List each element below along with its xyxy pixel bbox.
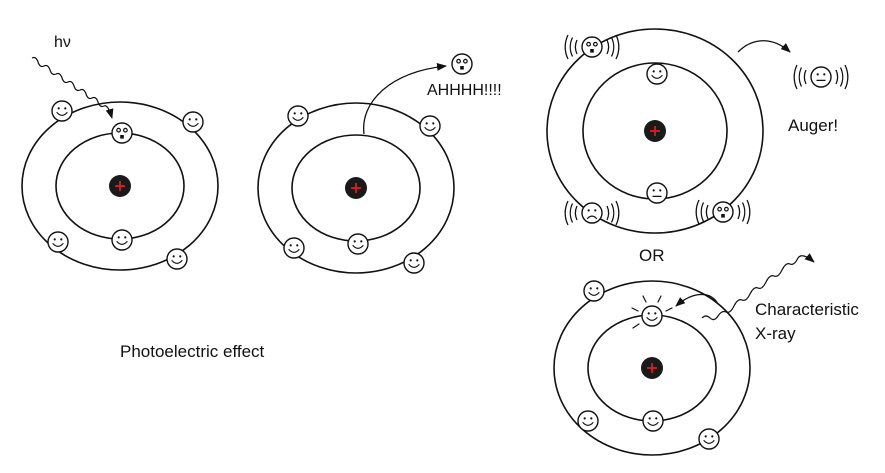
atom-4-electron <box>577 410 599 432</box>
atom-2-electron <box>283 237 305 259</box>
atom-2-electron <box>347 233 369 255</box>
transition-arrow <box>675 293 719 307</box>
xray-wave <box>701 253 815 321</box>
or-label: OR <box>639 246 665 265</box>
atom-2-outer-shell <box>257 102 455 274</box>
photon-label: hν <box>54 34 71 51</box>
atom-4 <box>553 253 815 456</box>
atom-4-electron <box>642 410 664 432</box>
ejected-electron <box>451 53 473 75</box>
atom-2-electron <box>419 115 441 137</box>
atom-3-nucleus <box>643 119 667 143</box>
atom-3-electron <box>646 182 668 204</box>
caption: Photoelectric effect <box>120 342 265 361</box>
atom-4-nucleus <box>640 356 664 380</box>
atom-3-outer-shell <box>546 28 764 234</box>
auger-arrow <box>737 40 791 53</box>
atom-4-outer-shell <box>553 280 751 456</box>
atom-2-nucleus <box>344 176 368 200</box>
atom-1-nucleus <box>108 174 132 198</box>
characteristic-xray-label-line1: Characteristic <box>755 300 859 319</box>
atom-1-electron <box>166 248 188 270</box>
atom-1-outer-shell <box>21 101 219 271</box>
atom-2 <box>257 53 473 274</box>
atom-1-electron <box>47 231 69 253</box>
auger-label: Auger! <box>788 116 839 135</box>
characteristic-xray-label-line2: X-ray <box>755 324 796 343</box>
atom-1 <box>21 56 219 271</box>
shout-label: AHHHH!!!! <box>427 82 502 99</box>
atom-1-struck-electron <box>111 122 133 144</box>
atom-3-vibrating-electron <box>564 200 620 226</box>
photon-wave <box>31 56 114 119</box>
atom-2-electron <box>403 252 425 274</box>
atom-1-electron <box>182 111 204 133</box>
atom-4-electron <box>698 428 720 450</box>
atom-2-electron <box>287 105 309 127</box>
atom-3-electron <box>646 63 668 85</box>
ejection-arrow <box>363 62 447 135</box>
auger-electron <box>793 64 849 90</box>
atom-3 <box>546 28 849 234</box>
atom-3-vibrating-electron <box>695 199 751 225</box>
atom-1-electron <box>111 229 133 251</box>
atom-4-electron <box>583 280 605 302</box>
atom-1-electron <box>51 100 73 122</box>
atom-4-glowing-electron <box>631 295 673 329</box>
